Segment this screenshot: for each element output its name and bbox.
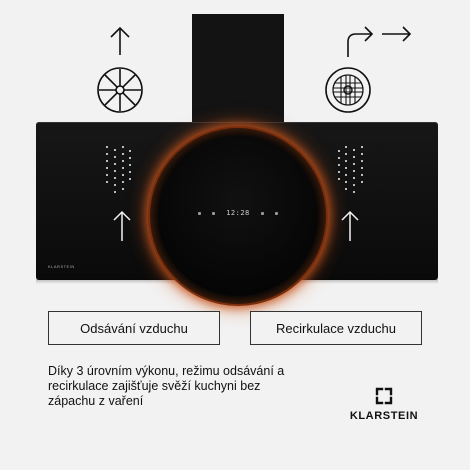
airflow-dots-left <box>106 146 136 196</box>
extraction-fan-icon <box>97 67 143 113</box>
feature-description: Díky 3 úrovním výkonu, režimu odsávání a… <box>48 364 285 408</box>
minus-touch-key[interactable] <box>260 211 264 215</box>
glass-panel <box>158 136 318 296</box>
power-touch-key[interactable] <box>198 211 201 215</box>
airflow-dots-right <box>338 146 368 196</box>
arrow-up-icon <box>110 26 130 55</box>
brand-logo: KLARSTEIN <box>344 386 424 422</box>
plus-touch-key[interactable] <box>274 211 278 215</box>
recirculation-mode-label: Recirkulace vzduchu <box>250 311 422 345</box>
klarstein-logo-icon <box>375 387 393 405</box>
arrow-up-icon <box>113 210 131 241</box>
display-readout: 12:28 <box>226 209 250 217</box>
extraction-mode-label: Odsávání vzduchu <box>48 311 220 345</box>
brand-name: KLARSTEIN <box>349 410 419 422</box>
recirculation-filter-icon <box>325 67 371 113</box>
arrow-up-icon <box>341 210 359 241</box>
chimney-duct <box>192 14 284 130</box>
hood-brand-plate: KLARSTEIN <box>48 264 75 269</box>
light-touch-key[interactable] <box>212 211 216 215</box>
redirect-arrow-icon <box>347 26 412 57</box>
control-panel[interactable]: 12:28 <box>198 207 278 219</box>
